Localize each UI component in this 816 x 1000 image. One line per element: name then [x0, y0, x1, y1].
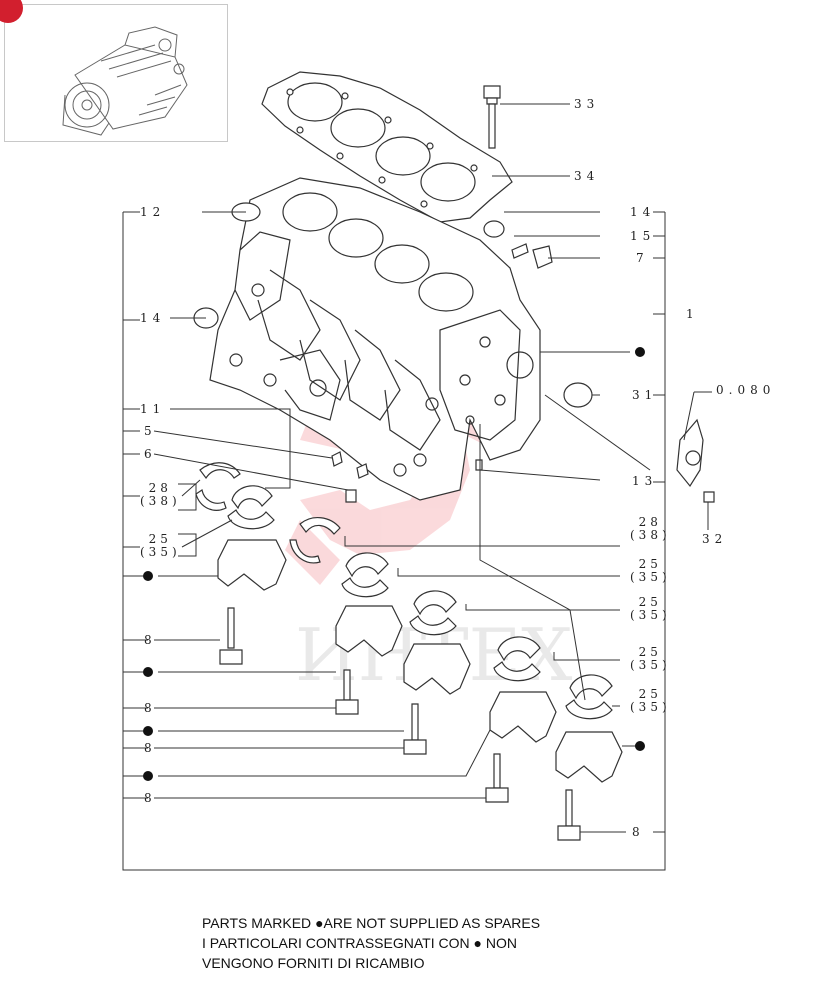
note-line-english: PARTS MARKED ●ARE NOT SUPPLIED AS SPARES [202, 913, 622, 933]
callout-0080[interactable]: 0.080 [716, 383, 776, 397]
callout-14-upper[interactable]: 14 [630, 205, 656, 219]
engine-thumbnail[interactable] [0, 0, 228, 142]
fraction-denominator: (38) [630, 528, 671, 542]
callout-11[interactable]: 11 [140, 402, 166, 416]
callout-8[interactable]: 8 [144, 741, 157, 755]
bearing-parts [195, 462, 623, 841]
fraction-denominator: (35) [630, 570, 671, 584]
fraction-denominator: (35) [630, 658, 671, 672]
callout-8[interactable]: 8 [632, 825, 645, 839]
filled-dot-icon: ● [315, 915, 324, 931]
fraction-denominator: (38) [140, 494, 181, 508]
fraction-numerator: 25 [148, 532, 172, 546]
non-supplied-markers [143, 347, 645, 781]
cylinder-block [209, 177, 541, 501]
fraction-numerator: 25 [638, 645, 662, 659]
thumbnail-badge [0, 0, 23, 23]
callout-8[interactable]: 8 [144, 701, 157, 715]
engine-thumbnail-drawing [62, 26, 188, 136]
head-bolt [483, 85, 501, 149]
note-text: ARE NOT SUPPLIED AS SPARES [323, 915, 541, 931]
leader-lines [153, 103, 712, 833]
callout-31[interactable]: 31 [632, 388, 658, 402]
fraction-numerator: 28 [638, 515, 662, 529]
callout-8[interactable]: 8 [144, 791, 157, 805]
callout-25-35[interactable]: 25 (35) [630, 688, 671, 714]
note-text: PARTS MARKED [202, 915, 316, 931]
note-line-italian: I PARTICOLARI CONTRASSEGNATI CON ● NON [202, 933, 622, 953]
marker-dot [143, 571, 153, 581]
marker-dot [635, 347, 645, 357]
callout-25-35[interactable]: 25 (35) [630, 596, 671, 622]
callout-33[interactable]: 33 [574, 97, 600, 111]
note-text: NON [481, 935, 517, 951]
note-text: I PARTICOLARI CONTRASSEGNATI CON [202, 935, 474, 951]
callout-14-lower[interactable]: 14 [140, 311, 166, 325]
small-parts [193, 202, 715, 503]
marker-dot [635, 741, 645, 751]
callout-13[interactable]: 13 [632, 474, 658, 488]
callout-32[interactable]: 32 [702, 532, 728, 546]
fraction-numerator: 25 [638, 557, 662, 571]
callout-25-35[interactable]: 25 (35) [630, 646, 671, 672]
fraction-denominator: (35) [140, 545, 181, 559]
callout-15[interactable]: 15 [630, 229, 656, 243]
marker-dot [143, 667, 153, 677]
callout-25-35-left[interactable]: 25 (35) [140, 533, 181, 559]
spares-note: PARTS MARKED ●ARE NOT SUPPLIED AS SPARES… [202, 913, 622, 973]
callout-28-38-right[interactable]: 28 (38) [630, 516, 671, 542]
head-gasket [261, 71, 513, 223]
callout-34[interactable]: 34 [574, 169, 600, 183]
callout-7[interactable]: 7 [636, 251, 649, 265]
callout-1[interactable]: 1 [686, 307, 699, 321]
marker-dot [143, 771, 153, 781]
note-line-italian-2: VENGONO FORNITI DI RICAMBIO [202, 955, 425, 971]
callout-8[interactable]: 8 [144, 633, 157, 647]
marker-dot [143, 726, 153, 736]
callout-25-35[interactable]: 25 (35) [630, 558, 671, 584]
filled-dot-icon: ● [473, 935, 482, 951]
callout-28-38-left[interactable]: 28 (38) [140, 482, 181, 508]
fraction-numerator: 25 [638, 595, 662, 609]
callout-5[interactable]: 5 [144, 424, 157, 438]
fraction-denominator: (35) [630, 608, 671, 622]
callout-12[interactable]: 12 [140, 205, 166, 219]
fraction-numerator: 25 [638, 687, 662, 701]
fraction-denominator: (35) [630, 700, 671, 714]
fraction-numerator: 28 [148, 481, 172, 495]
callout-6[interactable]: 6 [144, 447, 157, 461]
